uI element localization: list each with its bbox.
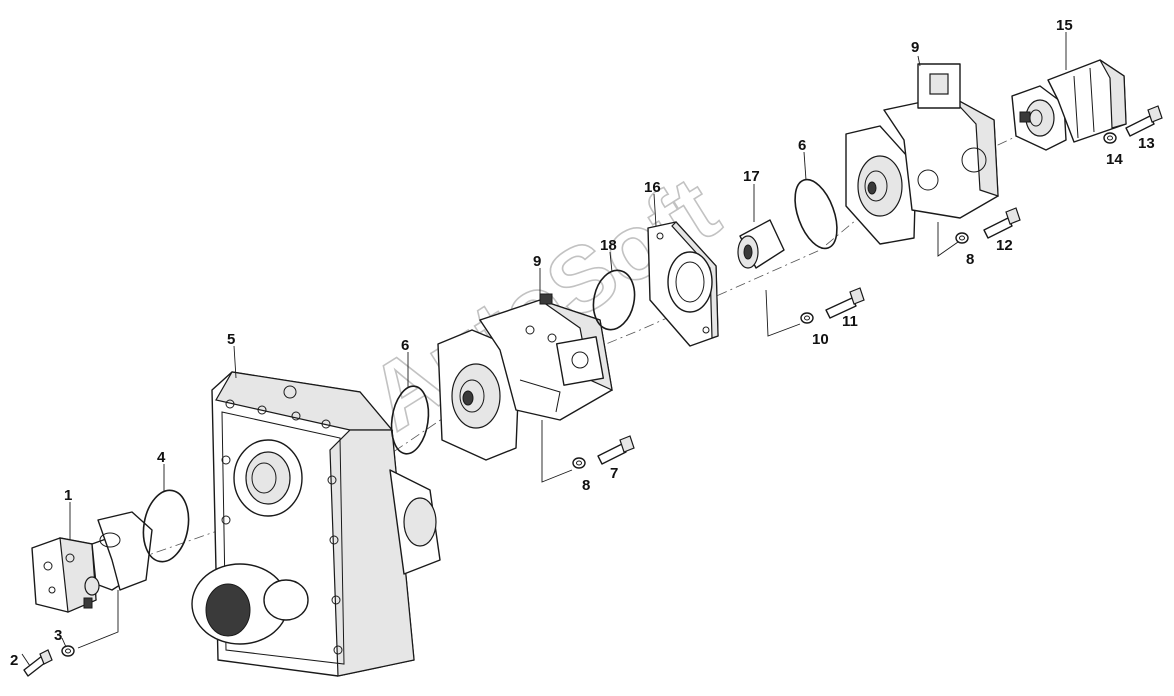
callout-16: 16 <box>644 179 661 196</box>
part-16-adapter-plate <box>647 221 719 347</box>
callout-8-left: 8 <box>582 477 590 494</box>
callout-9-right: 9 <box>911 39 919 56</box>
leader-bolt-1 <box>77 590 119 649</box>
callout-6-left: 6 <box>401 337 409 354</box>
callout-10: 10 <box>812 331 829 348</box>
part-6-o-ring-right <box>794 178 838 250</box>
part-9-hydraulic-pump-left <box>437 293 613 461</box>
part-8-washer-right <box>955 232 969 244</box>
callout-13: 13 <box>1138 135 1155 152</box>
leader-bolt-12-8 <box>937 222 959 257</box>
callout-7: 7 <box>610 465 618 482</box>
callout-9-left: 9 <box>533 253 541 270</box>
part-9-hydraulic-pump-right <box>845 63 999 245</box>
part-8-washer-left <box>572 457 586 469</box>
callout-12: 12 <box>996 237 1013 254</box>
part-10-washer <box>800 312 814 324</box>
callout-4: 4 <box>157 449 166 466</box>
part-15-gear-pump <box>1011 59 1127 151</box>
leader-bolt-7-8 <box>541 420 573 483</box>
part-5-gearbox-housing <box>191 371 441 677</box>
callout-11: 11 <box>842 313 858 330</box>
part-7-bolt <box>597 435 635 465</box>
callout-1: 1 <box>64 487 72 504</box>
callout-6-right: 6 <box>798 137 806 154</box>
callout-15: 15 <box>1056 17 1073 34</box>
callout-18: 18 <box>600 237 617 254</box>
part-17-coupling <box>737 219 785 269</box>
part-2-bolt <box>23 649 53 677</box>
callout-17: 17 <box>743 168 760 185</box>
callout-14: 14 <box>1106 151 1123 168</box>
callout-5: 5 <box>227 331 235 348</box>
part-14-washer <box>1103 132 1117 144</box>
callout-8-right: 8 <box>966 251 974 268</box>
callout-3: 3 <box>54 627 62 644</box>
part-3-washer <box>61 645 75 657</box>
callout-2: 2 <box>10 652 18 669</box>
part-6-o-ring-left <box>390 385 430 455</box>
part-18-ring <box>592 269 636 331</box>
leader-bolt-10-11 <box>765 289 801 337</box>
part-1-gear-pump <box>31 511 153 613</box>
part-13-bolt <box>1125 105 1163 137</box>
callout-leaders <box>21 32 1067 667</box>
part-11-bolt <box>825 287 865 319</box>
part-4-o-ring <box>142 489 190 563</box>
part-12-bolt <box>983 207 1021 239</box>
